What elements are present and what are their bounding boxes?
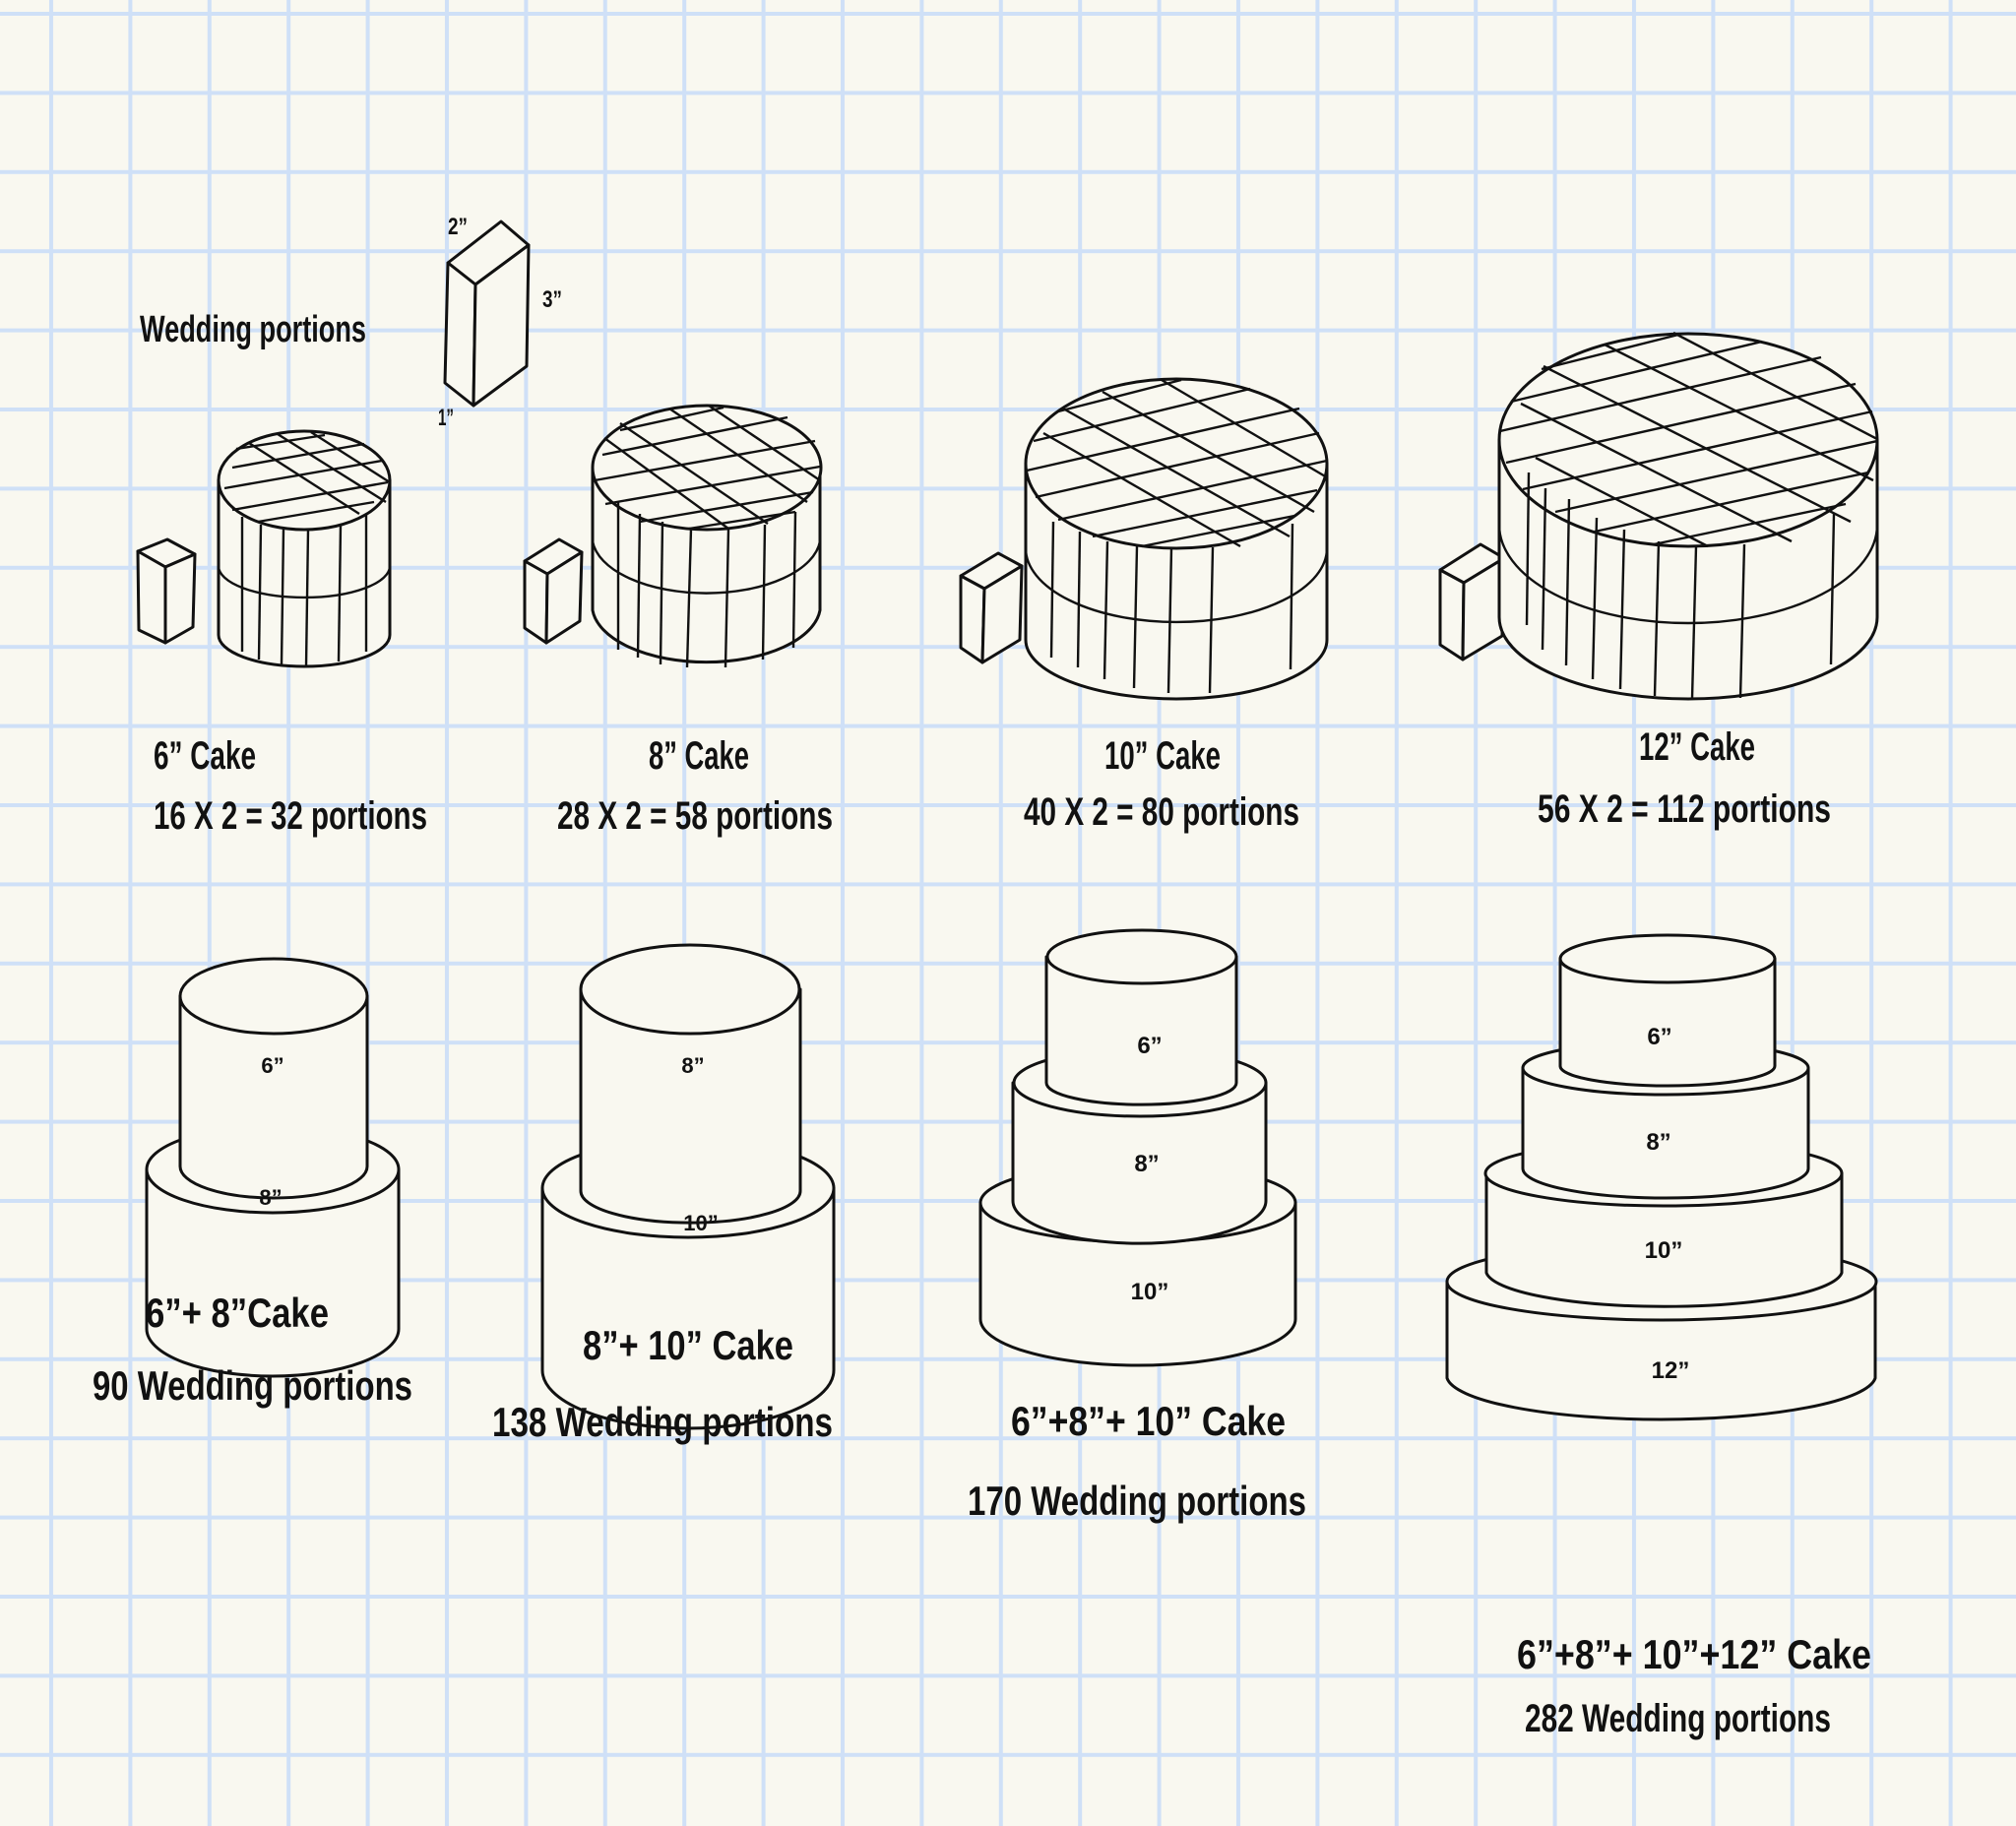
tier-label: 10” xyxy=(683,1211,718,1235)
tier-label: 8” xyxy=(259,1185,282,1210)
tiered-cake-title: 6”+8”+ 10” Cake xyxy=(1011,1398,1286,1444)
tier-label: 10” xyxy=(1131,1279,1169,1305)
tier-label: 6” xyxy=(1137,1033,1162,1059)
portion-cut-lines xyxy=(1026,378,1328,694)
cake-cylinder-10in xyxy=(1024,377,1329,701)
single-cake-6in: 6” Cake 16 X 2 = 32 portions xyxy=(136,429,427,838)
tiered-cake-portions: 170 Wedding portions xyxy=(968,1478,1306,1524)
legend-title: Wedding portions xyxy=(140,309,366,350)
tiered-cake-6-8-10: 6” 8” 10” 6”+8”+ 10” Cake 170 Wedding po… xyxy=(968,928,1306,1524)
portion-block-icon xyxy=(959,551,1024,664)
cake-cylinder-6in xyxy=(217,429,392,668)
portion-block-icon xyxy=(443,220,531,408)
portion-cut-lines xyxy=(594,405,821,668)
tier-label: 6” xyxy=(1647,1024,1671,1050)
tier-label: 6” xyxy=(261,1053,284,1078)
single-cake-12in: 12” Cake 56 X 2 = 112 portions xyxy=(1438,331,1879,831)
portion-block-icon xyxy=(523,537,584,645)
tiered-cake-title: 6”+ 8”Cake xyxy=(146,1290,329,1336)
cake-portion-formula: 40 X 2 = 80 portions xyxy=(1024,790,1299,834)
cake-portion-formula: 56 X 2 = 112 portions xyxy=(1538,787,1831,831)
tier-label: 8” xyxy=(1646,1129,1670,1156)
single-cake-10in: 10” Cake 40 X 2 = 80 portions xyxy=(959,377,1329,834)
tier-6in xyxy=(1558,933,1777,1088)
portion-block-icon xyxy=(1438,542,1506,661)
portion-depth-label: 1” xyxy=(438,405,454,431)
portion-height-label: 3” xyxy=(542,286,562,313)
cake-portion-formula: 28 X 2 = 58 portions xyxy=(557,794,833,838)
portion-cut-lines xyxy=(223,430,391,667)
cake-title: 6” Cake xyxy=(154,734,256,778)
single-cake-8in: 8” Cake 28 X 2 = 58 portions xyxy=(523,404,833,838)
cake-title: 8” Cake xyxy=(649,734,749,778)
legend: Wedding portions 2” 3” 1” xyxy=(140,214,562,431)
tiered-cake-title: 8”+ 10” Cake xyxy=(583,1322,793,1368)
tiered-cake-6-8: 6” 8” 6”+ 8”Cake 90 Wedding portions xyxy=(93,957,412,1409)
tier-label: 12” xyxy=(1652,1357,1690,1384)
tiered-cake-8-10: 8” 10” 8”+ 10” Cake 138 Wedding portions xyxy=(492,943,836,1445)
portion-width-label: 2” xyxy=(448,214,468,240)
tiered-cake-title: 6”+8”+ 10”+12” Cake xyxy=(1517,1631,1871,1677)
tier-6in xyxy=(178,957,369,1200)
cake-cylinder-12in xyxy=(1497,331,1879,701)
portion-block-icon xyxy=(136,537,197,645)
portion-cut-lines xyxy=(1499,331,1878,700)
cake-title: 12” Cake xyxy=(1639,725,1755,769)
tiered-cake-portions: 90 Wedding portions xyxy=(93,1362,412,1409)
cake-cylinder-8in xyxy=(591,404,823,668)
tier-8in xyxy=(579,943,802,1225)
tiered-cake-6-8-10-12: 6” 8” 10” 12” 6”+8”+ 10”+12” Cake 282 We… xyxy=(1445,933,1878,1740)
cake-portion-formula: 16 X 2 = 32 portions xyxy=(154,794,427,838)
tier-label: 8” xyxy=(681,1053,704,1078)
tier-6in xyxy=(1044,928,1238,1106)
cake-title: 10” Cake xyxy=(1104,734,1221,778)
tier-label: 10” xyxy=(1645,1237,1683,1264)
tiered-cake-portions: 138 Wedding portions xyxy=(492,1399,833,1445)
tier-label: 8” xyxy=(1134,1151,1159,1177)
tiered-cake-portions: 282 Wedding portions xyxy=(1525,1697,1831,1740)
